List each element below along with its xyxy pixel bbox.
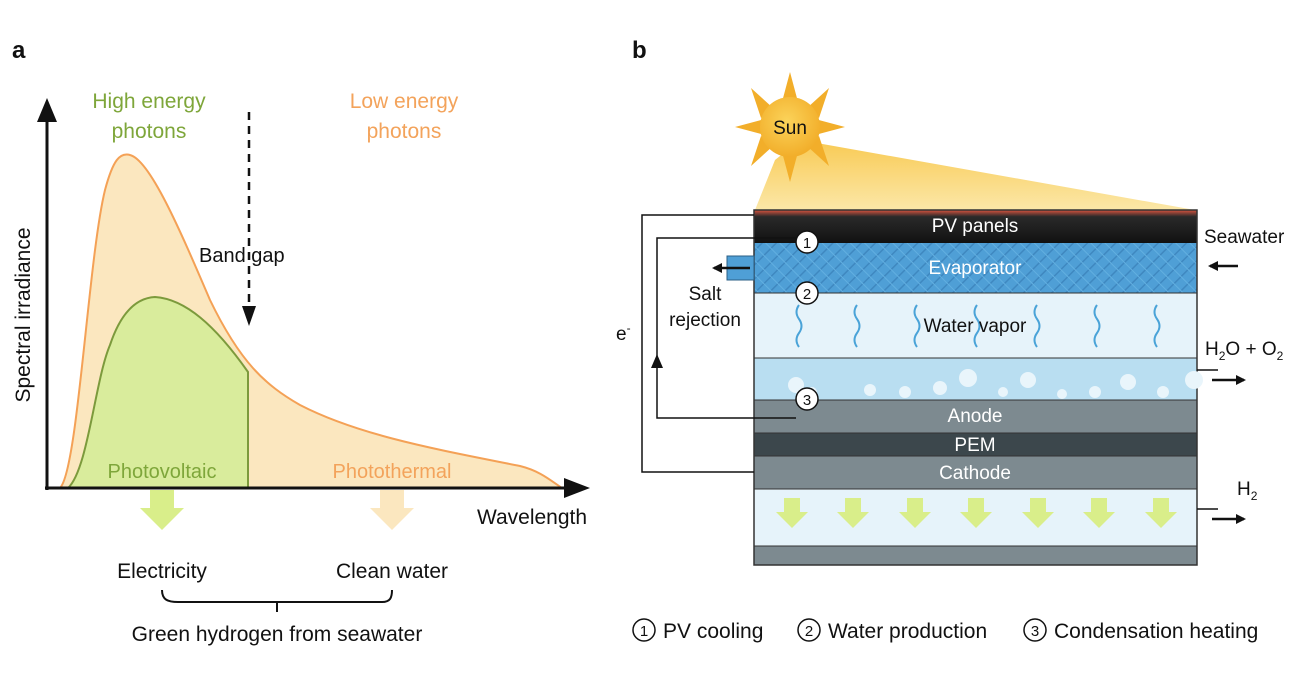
clean-water-arrow <box>370 490 414 530</box>
panel-a-label: a <box>12 37 26 64</box>
band-gap-label: Band gap <box>199 245 285 267</box>
x-axis-label: Wavelength <box>477 506 587 529</box>
electricity-label: Electricity <box>117 560 207 583</box>
anode-label: Anode <box>948 406 1003 427</box>
evaporator-layer <box>754 243 1197 293</box>
marker-1: 1 <box>795 230 819 254</box>
hydrogen-flow-arrows <box>776 498 1177 528</box>
water-vapor-label: Water vapor <box>924 316 1027 337</box>
high-energy-label-2: photons <box>112 120 187 143</box>
clean-water-label: Clean water <box>336 560 448 583</box>
svg-text:1: 1 <box>803 235 811 252</box>
salt-label-1: Salt <box>689 284 722 305</box>
cathode-layer <box>754 456 1197 489</box>
pv-panels-label: PV panels <box>932 216 1019 237</box>
condensation-droplets <box>788 369 1203 399</box>
electron-circuit <box>641 214 796 473</box>
legend: 1 PV cooling 2 Water production 3 Conden… <box>632 618 1258 643</box>
high-energy-label-1: High energy <box>92 90 206 113</box>
bottom-plate <box>754 546 1197 565</box>
electron-label: e- <box>616 321 631 345</box>
y-axis-label: Spectral irradiance <box>12 227 35 402</box>
photothermal-label: Photothermal <box>333 461 452 483</box>
sun-label: Sun <box>773 118 807 139</box>
band-gap-arrowhead <box>242 306 256 326</box>
salt-label-2: rejection <box>669 310 741 331</box>
vapor-waves <box>795 304 1161 348</box>
marker-3: 3 <box>795 387 819 411</box>
water-vapor-layer <box>754 293 1197 358</box>
svg-text:PV cooling: PV cooling <box>663 620 763 643</box>
panel-a: a High energy photons Low energy photons… <box>12 37 590 646</box>
photovoltaic-region <box>65 295 249 489</box>
svg-text:2: 2 <box>803 286 811 303</box>
panel-b: b Sun <box>616 37 1285 643</box>
svg-text:3: 3 <box>1031 623 1039 640</box>
h2-label: H2 <box>1237 479 1258 503</box>
merge-bracket <box>161 589 393 603</box>
sunlight-beam <box>755 140 1195 210</box>
cathode-label: Cathode <box>939 463 1011 484</box>
legend-item-water-production: 2 Water production <box>797 618 987 643</box>
svg-text:1: 1 <box>640 623 648 640</box>
low-energy-label-1: Low energy <box>350 90 459 113</box>
anode-layer <box>754 400 1197 433</box>
svg-text:Condensation heating: Condensation heating <box>1054 620 1258 643</box>
panel-b-label: b <box>632 37 647 64</box>
low-energy-label-2: photons <box>367 120 442 143</box>
legend-item-pv-cooling: 1 PV cooling <box>632 618 763 643</box>
marker-2: 2 <box>795 281 819 305</box>
evaporator-label: Evaporator <box>929 258 1023 279</box>
sun-icon <box>735 72 845 182</box>
svg-text:Water production: Water production <box>828 620 987 643</box>
seawater-label: Seawater <box>1204 227 1285 248</box>
electricity-arrow <box>140 490 184 530</box>
y-axis-arrow <box>37 98 57 122</box>
h2o-o2-label: H2O + O2 <box>1205 339 1284 363</box>
circuit-arrow <box>651 354 663 368</box>
svg-text:3: 3 <box>803 392 811 409</box>
legend-item-condensation-heating: 3 Condensation heating <box>1023 618 1258 643</box>
x-axis-arrow <box>564 478 590 498</box>
green-hydrogen-label: Green hydrogen from seawater <box>132 623 423 646</box>
photovoltaic-label: Photovoltaic <box>108 461 217 483</box>
svg-text:2: 2 <box>805 623 813 640</box>
pv-panels-layer <box>754 210 1197 243</box>
pem-layer <box>754 433 1197 456</box>
pem-label: PEM <box>954 435 995 456</box>
